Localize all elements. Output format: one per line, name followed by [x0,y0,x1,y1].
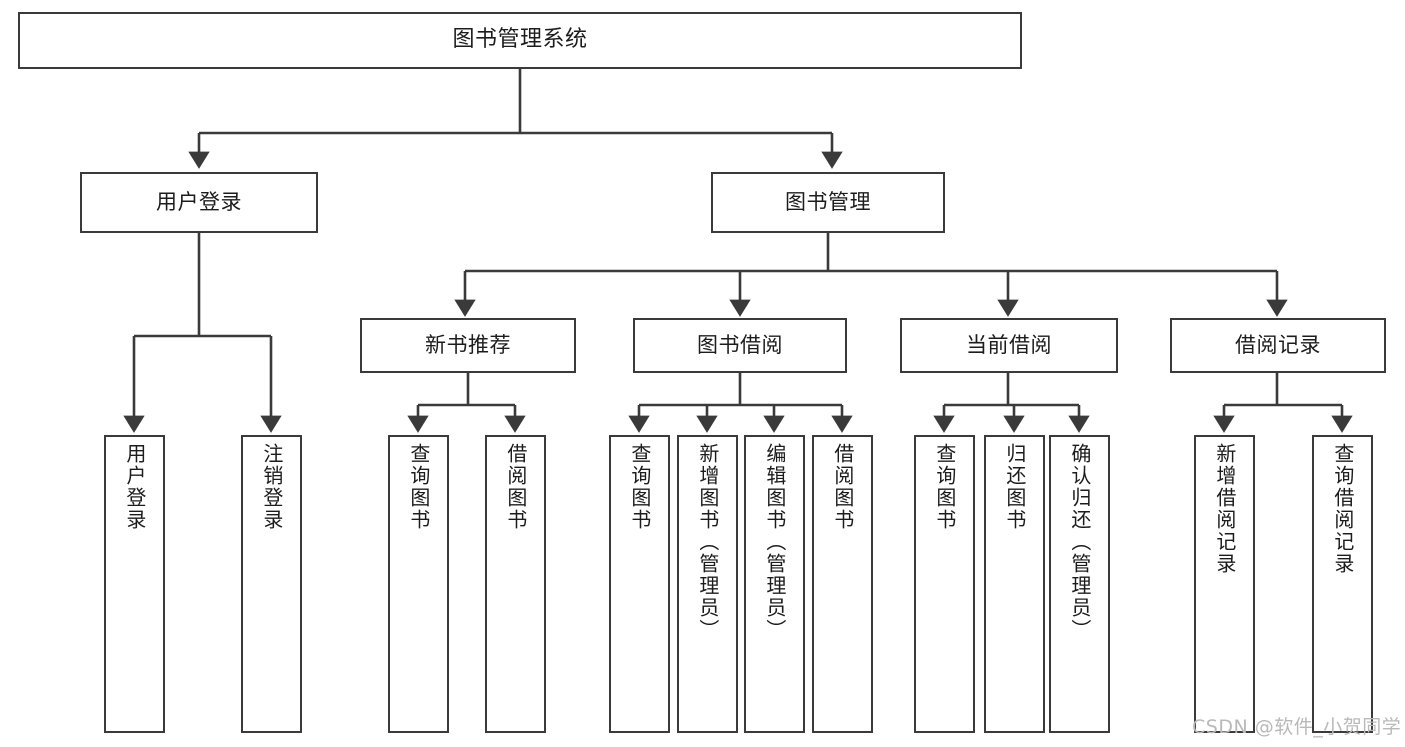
node-user-login[interactable]: 用户登录 [80,172,318,233]
node-leaf-add-book-admin[interactable]: 新增图书（管理员） [677,435,738,733]
node-label: 新增图书（管理员） [695,443,720,641]
node-book-management[interactable]: 图书管理 [711,172,945,233]
node-leaf-logout-login[interactable]: 注销登录 [241,435,302,733]
node-leaf-query-borrow-record[interactable]: 查询借阅记录 [1312,435,1373,733]
node-label: 查询图书 [627,443,652,531]
node-label: 用户登录 [156,189,242,214]
node-new-book-recommend[interactable]: 新书推荐 [360,318,576,373]
node-leaf-borrow-book-recommend[interactable]: 借阅图书 [485,435,546,733]
csdn-watermark: CSDN @软件_小贺同学 [1192,716,1402,738]
node-label: 注销登录 [259,443,284,531]
node-leaf-borrow-book-borrow[interactable]: 借阅图书 [812,435,873,733]
node-label: 借阅图书 [503,443,528,531]
node-label: 借阅记录 [1235,332,1321,357]
node-borrow-record[interactable]: 借阅记录 [1170,318,1386,373]
node-label: 图书管理系统 [452,27,588,53]
node-label: 新书推荐 [425,332,511,357]
node-leaf-return-book[interactable]: 归还图书 [984,435,1045,733]
node-label: 归还图书 [1002,443,1027,531]
node-leaf-confirm-return-admin[interactable]: 确认归还（管理员） [1049,435,1110,733]
node-label: 确认归还（管理员） [1067,443,1092,641]
node-label: 图书管理 [785,189,871,214]
node-leaf-query-book-current[interactable]: 查询图书 [914,435,975,733]
node-leaf-query-book-recommend[interactable]: 查询图书 [388,435,449,733]
node-leaf-query-book-borrow[interactable]: 查询图书 [609,435,670,733]
node-label: 查询借阅记录 [1330,443,1355,575]
node-label: 新增借阅记录 [1212,443,1237,575]
node-label: 用户登录 [122,443,147,531]
node-leaf-add-borrow-record[interactable]: 新增借阅记录 [1194,435,1255,733]
node-leaf-user-login[interactable]: 用户登录 [104,435,165,733]
node-leaf-edit-book-admin[interactable]: 编辑图书（管理员） [744,435,805,733]
node-current-borrow[interactable]: 当前借阅 [900,318,1118,373]
node-label: 借阅图书 [830,443,855,531]
node-label: 图书借阅 [697,332,783,357]
node-label: 当前借阅 [966,332,1052,357]
node-root-book-management-system[interactable]: 图书管理系统 [18,12,1022,69]
node-label: 编辑图书（管理员） [762,443,787,641]
node-label: 查询图书 [406,443,431,531]
node-book-borrow[interactable]: 图书借阅 [633,318,847,373]
node-label: 查询图书 [932,443,957,531]
